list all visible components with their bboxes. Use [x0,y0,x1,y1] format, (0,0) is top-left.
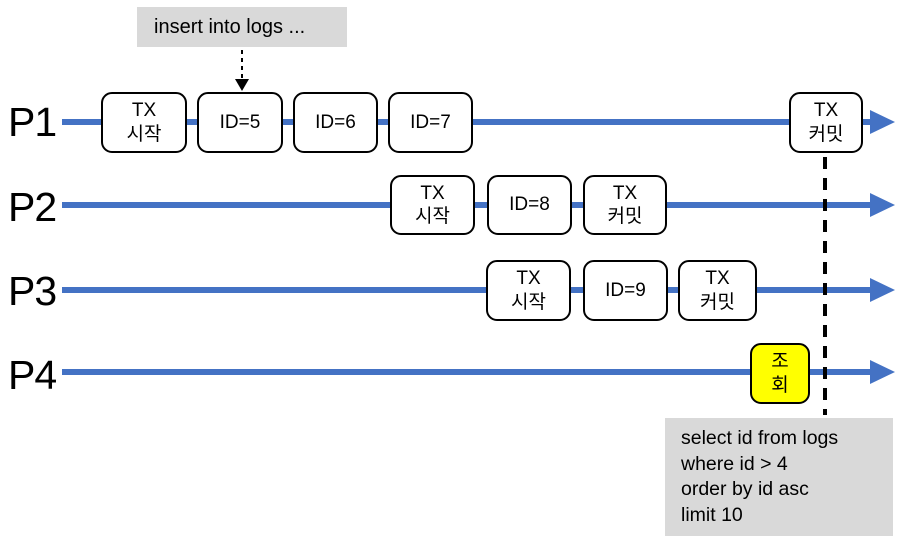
p2-tx-commit-box: TX 커밋 [583,175,667,235]
p4-query-line2: 회 [771,374,789,396]
p1-id6-box: ID=6 [293,92,378,153]
insert-note-text: insert into logs ... [154,16,306,38]
p1-id6-label: ID=6 [315,111,356,133]
row-label-p2: P2 [8,184,57,230]
sql-note-line4: limit 10 [681,503,743,526]
p2-tx-commit-line1: TX [612,182,638,204]
timeline-p4-arrow-icon [870,360,895,384]
p2-id8-box: ID=8 [487,175,572,235]
p1-tx-commit-line2: 커밋 [808,123,844,145]
timeline-p2-arrow-icon [870,193,895,217]
sql-note-line2: where id > 4 [681,452,788,475]
p1-id7-label: ID=7 [410,111,451,133]
p1-tx-start-box: TX 시작 [101,92,187,153]
p2-tx-start-box: TX 시작 [390,175,475,235]
timeline-p4 [62,369,872,375]
p1-tx-commit-line1: TX [813,100,839,122]
insert-arrow-dashed-line [241,50,243,81]
p1-tx-start-line2: 시작 [126,123,162,145]
p1-id5-label: ID=5 [219,111,261,133]
p3-tx-commit-box: TX 커밋 [678,260,757,321]
row-label-p3: P3 [8,268,57,314]
p3-id9-box: ID=9 [583,260,668,321]
p3-tx-start-box: TX 시작 [486,260,571,321]
p3-tx-commit-line1: TX [705,268,730,290]
row-label-p4: P4 [8,352,57,398]
p1-tx-commit-box: TX 커밋 [789,92,863,153]
timeline-p3-arrow-icon [870,278,895,302]
insert-note: insert into logs ... [137,7,347,47]
p1-id7-box: ID=7 [388,92,473,153]
timeline-p1-arrow-icon [870,110,895,134]
insert-arrow-down-icon [235,79,249,91]
p4-query-box: 조 회 [750,343,810,404]
p3-tx-commit-line2: 커밋 [700,291,735,313]
p3-tx-start-line2: 시작 [511,291,546,313]
p4-query-line1: 조 [771,351,789,373]
row-label-p1: P1 [8,99,57,145]
p1-tx-start-line1: TX [131,100,157,122]
timeline-p3 [62,287,872,293]
p1-id5-box: ID=5 [197,92,283,153]
p3-tx-start-line1: TX [516,268,541,290]
p3-id9-label: ID=9 [605,279,646,301]
sql-note: select id from logs where id > 4 order b… [665,418,893,536]
p2-tx-start-line2: 시작 [415,206,450,227]
sql-note-line1: select id from logs [681,427,839,449]
p2-tx-commit-line2: 커밋 [607,206,643,227]
p2-tx-start-line1: TX [420,182,445,204]
commit-time-dashed-line [823,157,827,415]
p2-id8-label: ID=8 [509,194,550,216]
sql-note-line3: order by id asc [681,478,809,500]
